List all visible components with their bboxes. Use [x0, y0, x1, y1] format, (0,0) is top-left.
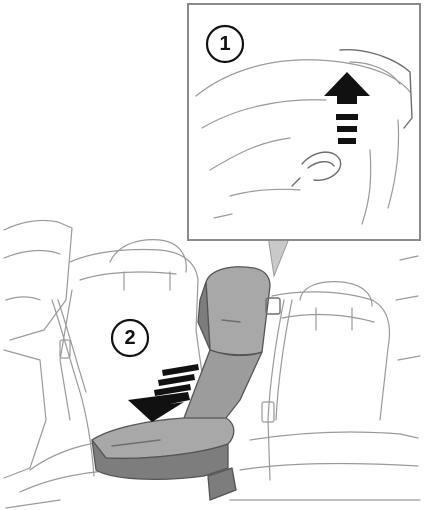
- step-2-number: 2: [124, 327, 135, 349]
- step-1-number: 1: [219, 33, 230, 55]
- inset-pointer: [268, 236, 290, 276]
- step-1-marker: 1: [207, 26, 243, 62]
- step-2-marker: 2: [112, 320, 148, 356]
- centre-armrest: [92, 267, 280, 500]
